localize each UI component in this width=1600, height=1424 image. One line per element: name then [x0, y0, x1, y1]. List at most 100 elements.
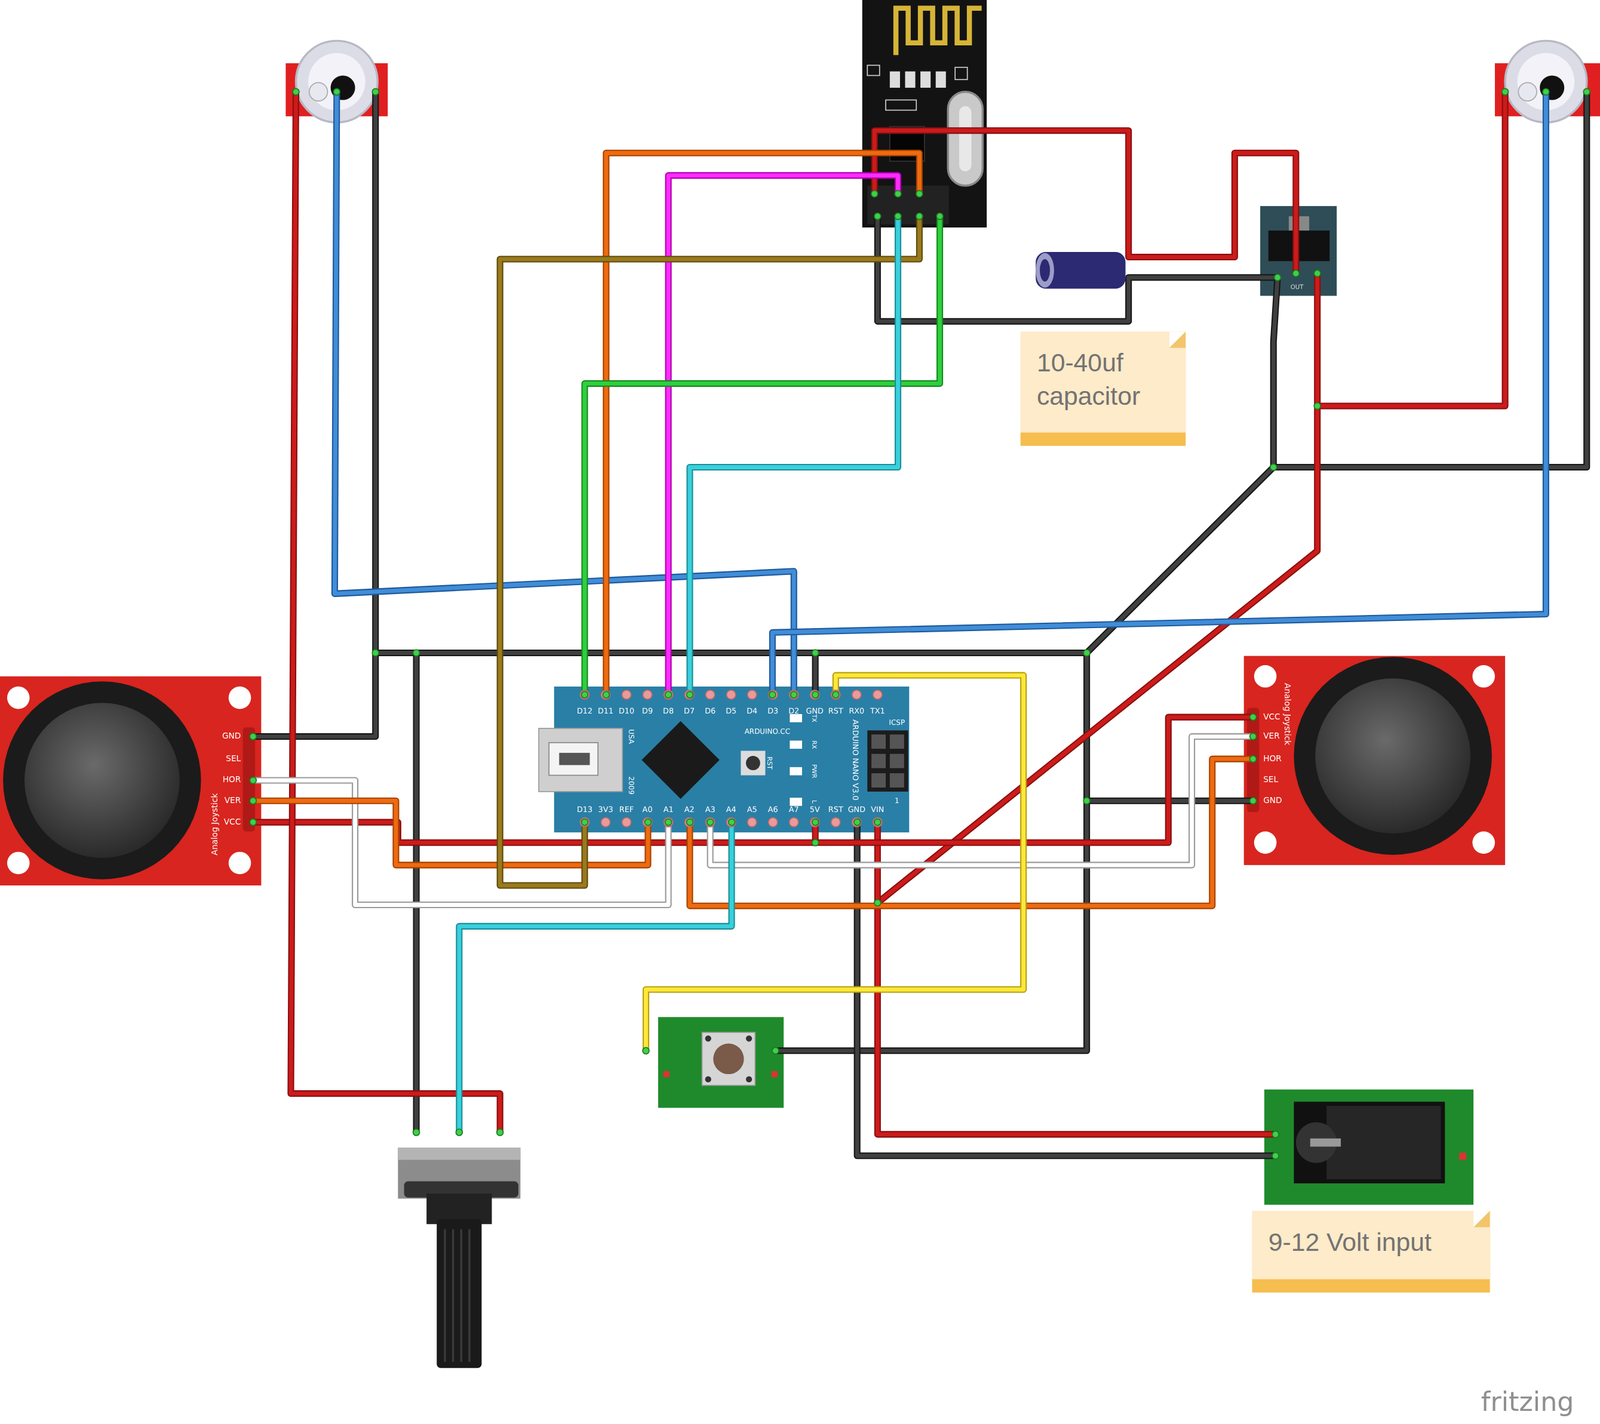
wire — [606, 152, 920, 695]
pin-label: D7 — [683, 707, 695, 715]
illustration-shape — [789, 714, 803, 723]
illustration-shape — [1310, 1138, 1341, 1148]
wire-end — [1292, 269, 1299, 277]
illustration-shape — [871, 773, 886, 788]
pin-label: VER — [224, 796, 241, 806]
pin-label: 2009 — [627, 776, 635, 795]
pin-label: USA — [627, 729, 635, 745]
wire — [668, 175, 898, 696]
wire-end — [1272, 1131, 1279, 1138]
wire-outline — [584, 216, 941, 695]
illustration-shape — [1293, 1101, 1445, 1184]
illustration-shape — [701, 1032, 755, 1086]
wire-end — [1250, 714, 1257, 721]
wire-outline — [334, 91, 794, 696]
pin-label: GND — [222, 732, 241, 742]
pin-label: Analog Joystick — [211, 793, 220, 856]
wire-end — [333, 88, 340, 95]
illustration-shape — [1254, 665, 1277, 689]
pin-label: RX0 — [848, 707, 865, 715]
header-pin — [600, 817, 610, 827]
illustration-shape — [705, 1076, 712, 1083]
pin-label: 3V3 — [597, 806, 613, 815]
header-pin — [621, 817, 631, 827]
wire-outline — [499, 216, 920, 886]
wire-end — [916, 213, 923, 220]
wire-end — [372, 88, 379, 95]
wire — [253, 717, 1254, 843]
pin-label: A0 — [642, 806, 653, 815]
header-pin — [831, 690, 841, 700]
pin-label: GND — [806, 707, 824, 715]
wire — [253, 91, 376, 737]
pin-label: A4 — [726, 806, 737, 815]
illustration-shape — [7, 852, 30, 875]
pin-label: SEL — [225, 754, 241, 764]
pin-label: 1 — [894, 798, 900, 806]
header-pin — [831, 817, 841, 827]
wire-end — [916, 190, 923, 198]
pin-label: ARDUINO NANO V3.0 — [851, 719, 859, 801]
wire-outline — [877, 822, 1276, 1135]
wire-end — [249, 733, 257, 740]
wire-end — [249, 777, 257, 785]
header-pin — [684, 690, 694, 700]
wire-outline — [1317, 91, 1506, 407]
wire-end — [292, 88, 300, 95]
wire-end — [1272, 1152, 1279, 1160]
header-pin — [726, 817, 736, 827]
illustration-shape — [920, 71, 931, 88]
wire-end — [1274, 274, 1282, 281]
illustration-shape — [959, 106, 972, 172]
wire-end — [372, 649, 379, 657]
header-pin — [579, 817, 589, 827]
illustration-shape — [1254, 831, 1277, 855]
pin-label: ICSP — [888, 719, 905, 727]
wire-outline — [646, 675, 1024, 1052]
note-text: 10-40uf capacitor — [1036, 345, 1170, 413]
pin-label: VER — [1263, 732, 1280, 742]
pin-label: D4 — [746, 707, 758, 715]
pin-label: D3 — [767, 707, 779, 715]
illustration-shape — [1244, 656, 1506, 866]
header-pin — [810, 817, 820, 827]
wire-outline — [253, 800, 649, 866]
wire-end — [894, 213, 902, 220]
illustration-shape — [436, 1219, 482, 1369]
header-pin — [789, 690, 799, 700]
illustration-shape — [705, 1035, 712, 1042]
wire-end — [686, 819, 694, 826]
wire-end — [1542, 88, 1550, 95]
wire-end — [686, 691, 694, 699]
wire-end — [812, 649, 819, 657]
illustration-shape — [889, 773, 905, 788]
wire — [646, 675, 1024, 1052]
wire-end — [832, 691, 840, 699]
header-pin — [789, 817, 799, 827]
wire-end — [812, 839, 819, 847]
wire — [772, 91, 1546, 696]
pin-label: D11 — [597, 707, 614, 715]
wire-end — [602, 691, 610, 699]
illustration-shape — [538, 728, 623, 792]
pin-label: Analog Joystick — [1282, 683, 1292, 746]
pin-label: VCC — [1263, 713, 1280, 722]
wire-end — [665, 691, 672, 699]
pin-label: A6 — [768, 806, 779, 815]
wire-end — [581, 691, 589, 699]
header-pin — [768, 817, 778, 827]
wire-end — [854, 819, 861, 826]
wire — [290, 91, 500, 1133]
wire-end — [413, 649, 420, 657]
wire-outline — [668, 175, 898, 696]
wire-end — [581, 819, 589, 826]
illustration-shape — [641, 721, 720, 800]
illustration-shape — [889, 754, 905, 769]
wire-end — [642, 1047, 650, 1055]
illustration-shape — [885, 99, 917, 110]
note-box: 9-12 Volt input — [1251, 1211, 1490, 1294]
illustration-shape — [867, 730, 908, 792]
illustration-shape — [1293, 656, 1492, 855]
illustration-shape — [1472, 831, 1495, 855]
